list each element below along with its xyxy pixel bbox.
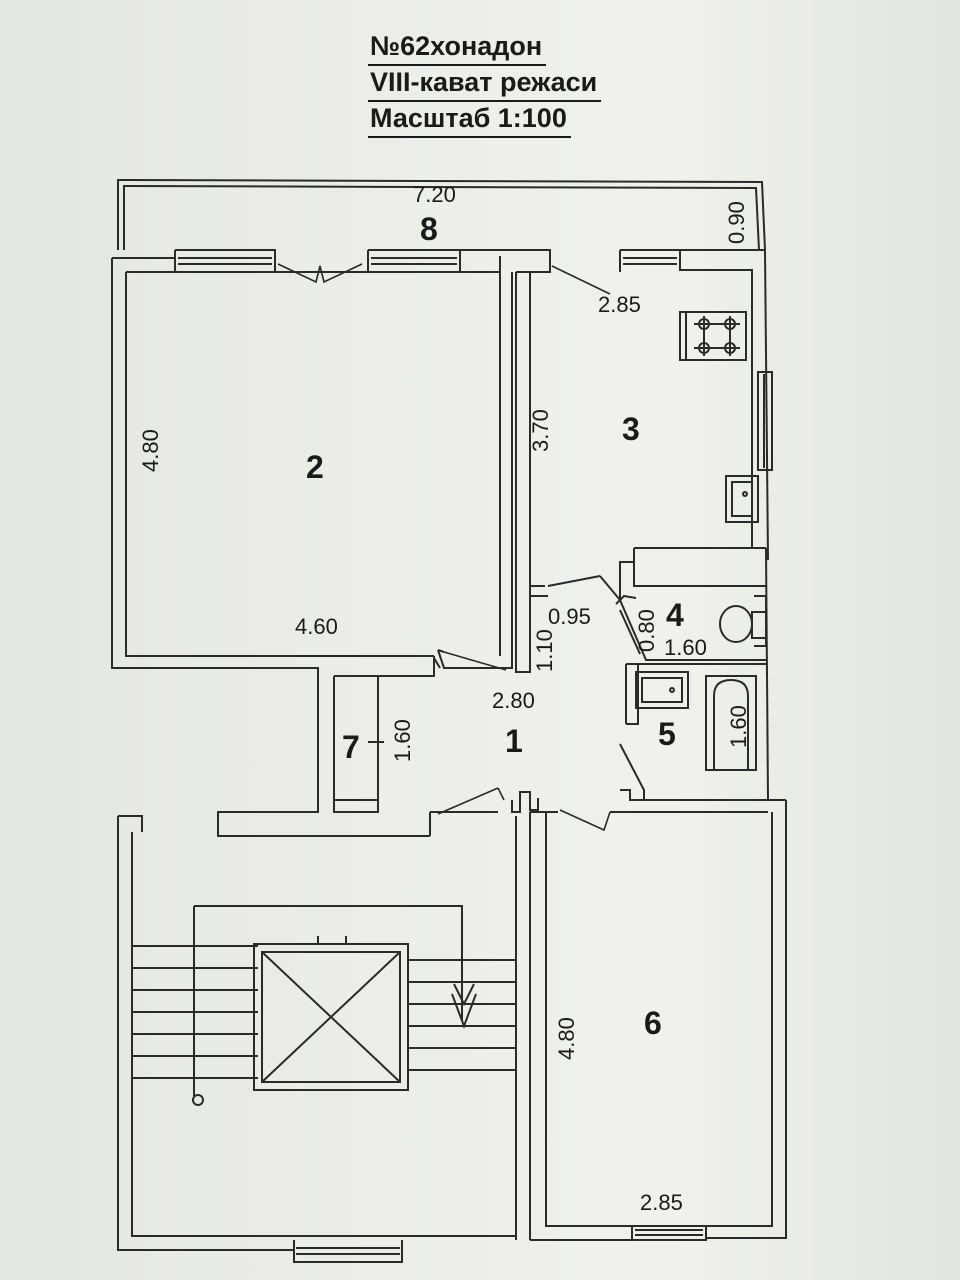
door-swings-top: [277, 263, 611, 295]
hall-width-dim: 2.80: [492, 688, 535, 713]
kitchen-width-dim: 2.85: [598, 292, 641, 317]
room6-width-dim: 2.85: [640, 1190, 683, 1215]
floor-plan-label: VIII-кават режаси: [368, 64, 602, 102]
room-2-label: 2: [306, 449, 324, 485]
wc-length-dim: 1.60: [664, 635, 707, 660]
balcony-depth-dim: 0.90: [724, 201, 749, 244]
room-1-label: 1: [505, 723, 523, 759]
toilet-icon: [719, 605, 767, 643]
room-6-walls: [530, 799, 787, 1241]
stove-icon: [679, 311, 747, 361]
apartment-number: №62хонадон: [368, 28, 547, 66]
door-swings-hall: [437, 651, 611, 832]
wash-basin-icon: [635, 671, 689, 709]
wc-width-dim: 0.95: [548, 604, 591, 629]
room2-width-dim: 4.60: [295, 614, 338, 639]
room-5-label: 5: [658, 716, 676, 752]
lower-partition: [429, 791, 768, 1240]
room2-height-dim: 4.80: [138, 429, 163, 472]
balcony-length-dim: 7.20: [413, 182, 456, 207]
room-3-label: 3: [622, 411, 640, 447]
scale-label: Масштаб 1:100: [368, 100, 571, 138]
bathtub-icon: [705, 675, 757, 771]
kitchen-length-dim: 3.70: [528, 409, 553, 452]
partition-wall: [499, 271, 531, 673]
room-6-label: 6: [644, 1005, 662, 1041]
kitchen-sink-icon: [725, 475, 759, 523]
room-7-label: 7: [342, 729, 360, 765]
room-4-label: 4: [666, 597, 684, 633]
hall-walls: [333, 649, 506, 813]
stairwell: [117, 815, 516, 1263]
balcony-railing: [117, 178, 766, 251]
room-8-label: 8: [420, 211, 438, 247]
title-block: №62хонадон VIII-кават режаси Масштаб 1:1…: [368, 28, 602, 138]
bathroom-walls: [619, 663, 768, 801]
closet-length-dim: 1.60: [390, 719, 415, 762]
room6-height-dim: 4.80: [554, 1017, 579, 1060]
kitchen-wall-bottom: [530, 547, 769, 801]
top-wall: [111, 249, 773, 837]
wc-depth-dim: 0.80: [634, 609, 659, 652]
hall-depth-dim: 1.10: [532, 629, 557, 672]
elevator-shaft: [253, 936, 409, 1091]
bath-length-dim: 1.60: [726, 705, 751, 748]
